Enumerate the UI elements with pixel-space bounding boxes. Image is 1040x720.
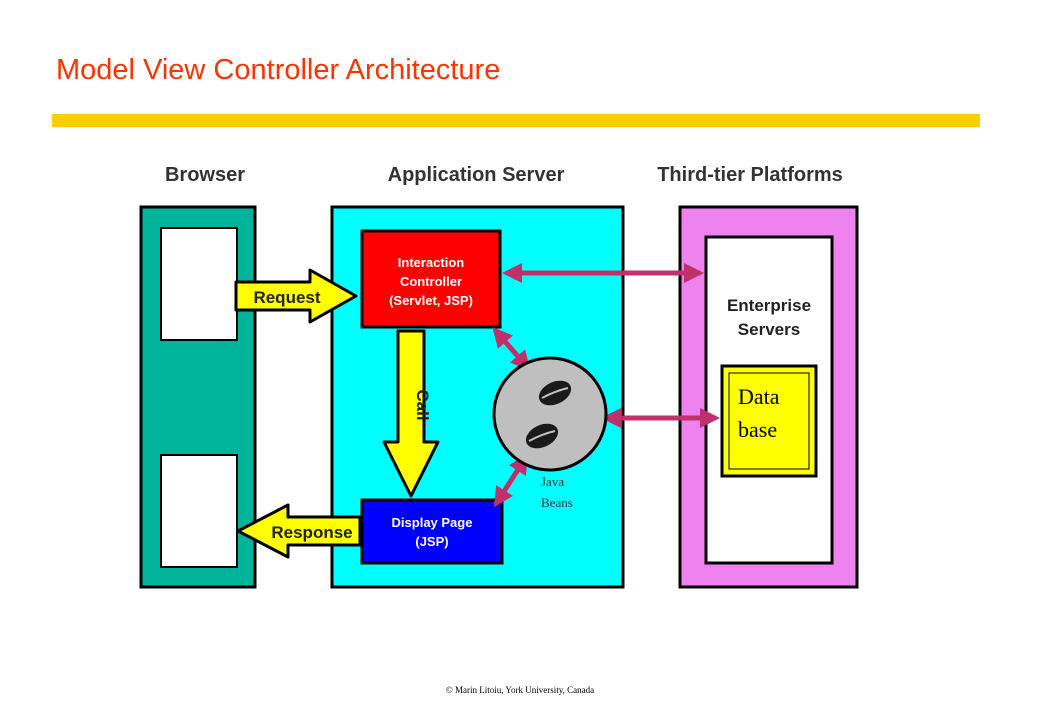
request-label: Request [253, 288, 320, 307]
request-arrow [234, 268, 358, 324]
response-arrow [236, 503, 362, 559]
call-label: Call [413, 389, 432, 420]
third-tier-heading: Third-tier Platforms [657, 164, 843, 186]
java-beans-label-line1: Java [541, 474, 564, 489]
copyright-footer: © Marin Litoiu, York University, Canada [445, 685, 595, 695]
java-beans-icon [492, 356, 608, 472]
controller-beans-link [492, 326, 531, 372]
controller-line2: Controller [400, 274, 462, 289]
slide-title: Model View Controller Architecture [56, 54, 501, 86]
display-line2: (JSP) [415, 534, 448, 549]
browser-window-top [160, 227, 238, 341]
call-arrow [382, 329, 440, 498]
java-beans-label-line2: Beans [541, 495, 573, 510]
interaction-controller-box [360, 229, 502, 329]
response-label: Response [271, 523, 352, 542]
browser-window-bottom [160, 454, 238, 568]
beans-display-link [493, 453, 529, 508]
controller-line1: Interaction [398, 255, 465, 270]
browser-heading: Browser [165, 164, 245, 186]
controller-line3: (Servlet, JSP) [389, 293, 473, 308]
database-line1: Data [738, 384, 780, 409]
app-server-heading: Application Server [388, 164, 565, 186]
title-rule [52, 114, 980, 127]
enterprise-line1: Enterprise [727, 296, 811, 315]
enterprise-line2: Servers [738, 320, 800, 339]
display-page-box [360, 498, 504, 565]
database-line2: base [738, 417, 777, 442]
display-line1: Display Page [392, 515, 473, 530]
database-box [720, 364, 818, 478]
